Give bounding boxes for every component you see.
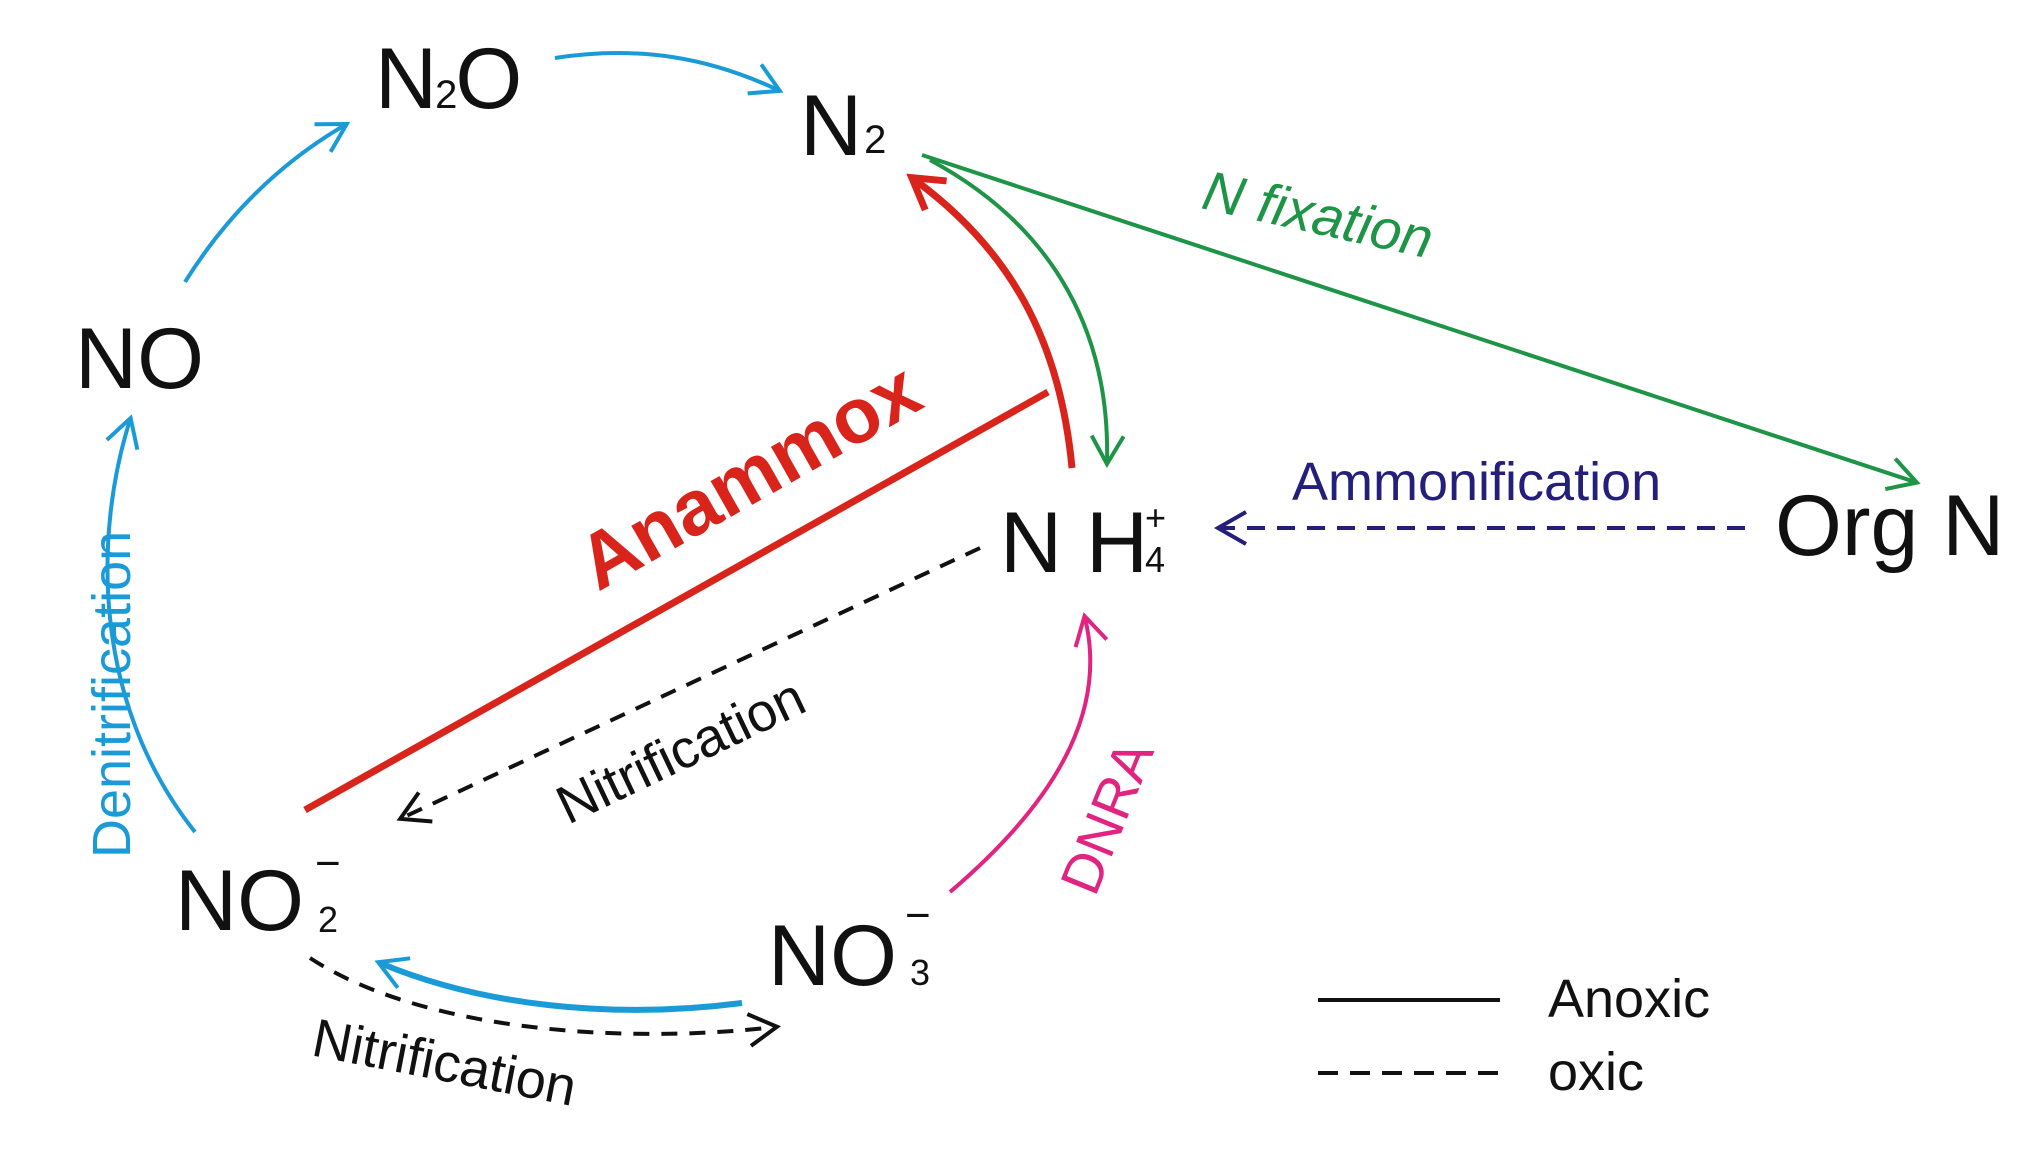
label-denitrification: Denitrification [82, 531, 142, 858]
svg-text:3: 3 [910, 952, 930, 993]
svg-text:2: 2 [318, 899, 338, 940]
svg-text:NO: NO [175, 853, 304, 949]
nitrification-arrow-nh4-to-no2 [396, 546, 981, 824]
legend-oxic-label: oxic [1548, 1042, 1644, 1102]
fixation-arrow-n2-to-nh4 [929, 158, 1126, 469]
species-n2: N2 [800, 78, 886, 174]
species-no2: NO − 2 [175, 839, 341, 949]
species-n2o: N2O [375, 31, 522, 127]
denitrification-arrow-no2-to-no [105, 414, 197, 834]
denitrification-arrow-n2o-to-n2 [554, 51, 784, 96]
svg-text:NO: NO [768, 908, 897, 1004]
label-n-fixation: N fixation [1197, 158, 1439, 270]
label-anammox: Anammox [563, 345, 935, 607]
label-nitrification-upper: Nitrification [547, 667, 814, 836]
dnra-arrow-no3-to-nh4 [948, 612, 1109, 894]
svg-text:N H: N H [1000, 495, 1148, 591]
legend-anoxic-label: Anoxic [1548, 969, 1710, 1029]
species-no3: NO − 3 [768, 891, 931, 1004]
label-nitrification-lower: Nitrification [308, 1008, 582, 1118]
species-org-n: Org N [1775, 478, 2004, 574]
svg-text:−: − [905, 891, 931, 940]
n-fixation-arrow-n2-to-org-n [921, 153, 1921, 492]
denitrification-arrow-no3-to-no2 [374, 956, 743, 1013]
label-ammonification: Ammonification [1292, 452, 1661, 512]
legend: Anoxic oxic [1318, 969, 1710, 1102]
denitrification-arrow-no-to-n2o [183, 121, 351, 284]
anammox-line [303, 388, 1050, 814]
nitrification-arrow-no2-to-no3 [308, 956, 781, 1048]
anammox-arrow-to-n2 [906, 173, 1076, 469]
svg-text:4: 4 [1145, 539, 1165, 580]
svg-text:−: − [315, 839, 341, 888]
species-nh4: N H + 4 [1000, 495, 1166, 591]
species-no: NO [75, 311, 204, 407]
svg-text:+: + [1145, 497, 1166, 538]
